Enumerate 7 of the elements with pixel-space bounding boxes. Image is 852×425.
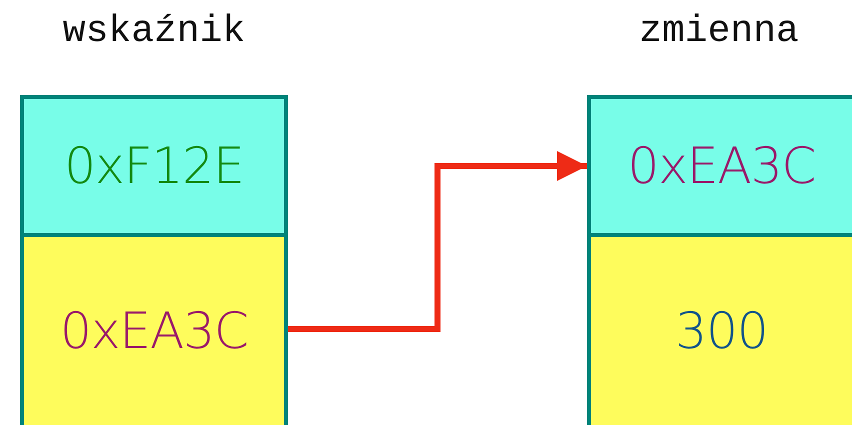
variable-name: zmienna <box>639 10 799 53</box>
memory-value: 0xF12E <box>64 137 244 195</box>
memory-value: 0xEA3C <box>628 137 816 195</box>
memory-value: 0xEA3C <box>60 302 248 360</box>
pointer-arrow <box>288 151 587 332</box>
variable-name: wskaźnik <box>62 10 246 53</box>
memory-value: 300 <box>675 302 768 360</box>
